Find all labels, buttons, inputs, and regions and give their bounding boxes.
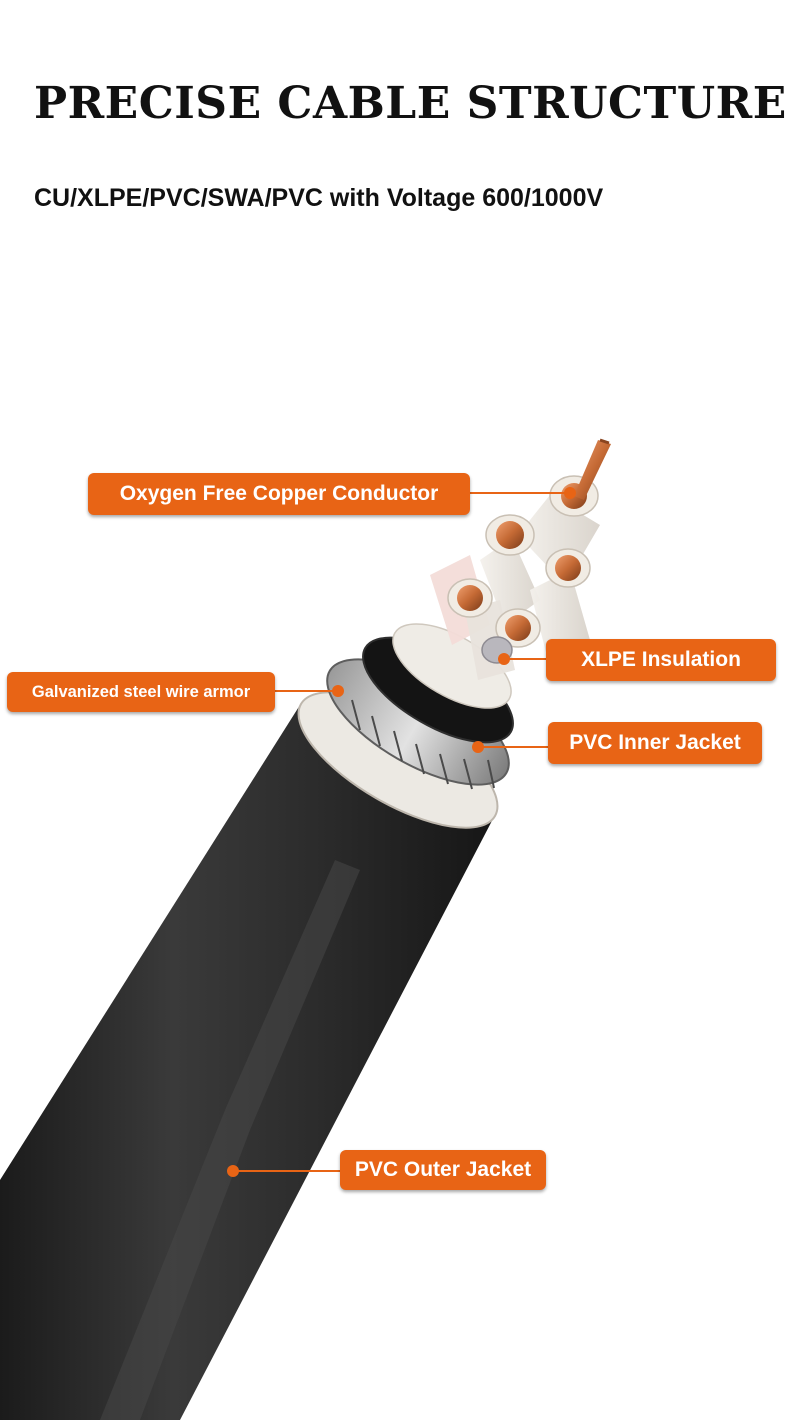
armor-leader-line xyxy=(275,690,339,692)
wrapping-tape-layer xyxy=(392,623,512,709)
armor-wire-marks xyxy=(351,699,495,790)
inner-jacket-pointer-dot xyxy=(472,741,484,753)
callout-conductor: Oxygen Free Copper Conductor xyxy=(88,473,470,515)
callout-armor: Galvanized steel wire armor xyxy=(7,672,275,712)
callout-inner-jacket: PVC Inner Jacket xyxy=(548,722,762,764)
insulation-leader-line xyxy=(504,658,546,660)
armor-pointer-dot xyxy=(332,685,344,697)
outer-jacket-pointer-dot xyxy=(227,1165,239,1177)
insulation-pointer-dot xyxy=(498,653,510,665)
page-title: PRECISE CABLE STRUCTURE xyxy=(34,78,787,129)
inner-jacket-leader-line xyxy=(480,746,548,748)
outer-jacket-highlight xyxy=(100,860,360,1420)
outer-jacket-leader-line xyxy=(234,1170,340,1172)
conductor-leader-line xyxy=(470,492,570,494)
insulated-cores xyxy=(430,475,600,680)
page-subtitle: CU/XLPE/PVC/SWA/PVC with Voltage 600/100… xyxy=(34,184,604,212)
conductor-pointer-dot xyxy=(564,487,576,499)
callout-insulation: XLPE Insulation xyxy=(546,639,776,681)
callout-outer-jacket: PVC Outer Jacket xyxy=(340,1150,546,1190)
